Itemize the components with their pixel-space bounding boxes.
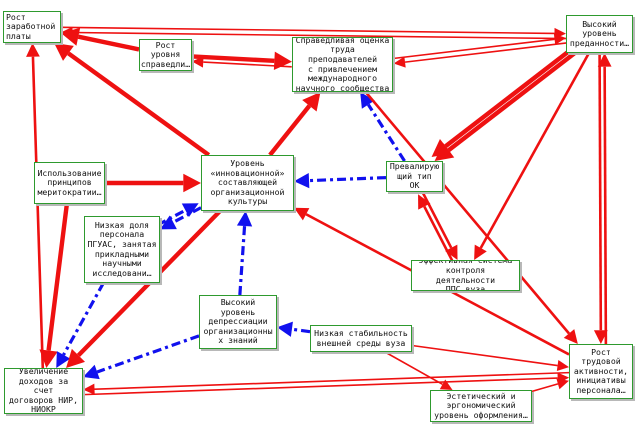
edge-n6-n8 (172, 206, 202, 224)
node-research-income[interactable]: Увеличение доходов за счет договоров НИР… (4, 368, 83, 414)
edge-n2-n1 (77, 34, 140, 52)
edge-n4-n3 (404, 42, 567, 63)
edge-arrowhead-n9-n7 (418, 194, 431, 210)
edge-arrowhead-n6-n1 (54, 43, 74, 61)
edge-n6-n12 (76, 209, 222, 357)
edge-arrowhead-n3-n4 (553, 33, 566, 45)
edge-arrowhead-n3-n13 (563, 329, 578, 344)
edge-arrowhead-n6-n12 (66, 348, 86, 368)
edge-arrowhead-n4-n3 (393, 56, 406, 68)
node-meritocracy[interactable]: Использование принципов меритократии… (34, 162, 105, 204)
edge-n3-n4 (392, 38, 555, 60)
edge-arrowhead-n8-n12 (56, 351, 71, 368)
edge-n4-n9 (479, 52, 591, 249)
edge-n8-n12 (62, 282, 105, 356)
edge-arrowhead-n2-n1 (61, 27, 81, 46)
edge-arrowhead-n6-n3 (302, 92, 321, 112)
node-knowledge-depreciation[interactable]: Высокий уровень депрессиации организацио… (199, 295, 277, 349)
edge-n4-n13 (598, 52, 603, 331)
edge-n11-n10 (291, 327, 311, 334)
node-salary-growth[interactable]: Рост заработной платы (3, 11, 61, 43)
edge-arrowhead-n14-n13 (556, 378, 569, 390)
edge-n6-n3 (268, 104, 312, 157)
edge-n7-n9 (421, 191, 453, 249)
edge-arrowhead-n4-n9 (474, 244, 487, 260)
edge-arrowhead-n7-n6 (294, 172, 310, 189)
edge-n9-n7 (423, 205, 455, 263)
edge-n8-n6 (156, 208, 187, 227)
edge-arrowhead-n7-n3 (360, 92, 375, 109)
node-staff-activity-growth[interactable]: Рост трудовой активности, инициативы пер… (569, 344, 633, 399)
node-fair-evaluation[interactable]: Справедливая оценка труда преподавателей… (292, 37, 393, 92)
edge-arrowhead-n12-n1 (26, 43, 40, 57)
edge-arrowhead-n3-n2 (191, 56, 204, 68)
edge-n3-n2 (203, 61, 292, 68)
edge-n11-n13 (411, 344, 558, 367)
node-high-loyalty[interactable]: Высокий уровень преданности… (566, 15, 633, 53)
edge-arrowhead-n13-n4 (597, 52, 612, 67)
edge-n10-n6 (238, 225, 247, 296)
node-fairness-level-growth[interactable]: Рост уровня справедли… (139, 39, 192, 71)
node-control-system[interactable]: Эффективная система контроля деятельност… (411, 260, 520, 291)
edge-arrowhead-n11-n14 (439, 379, 453, 390)
node-prevailing-culture-type[interactable]: Превалирую щий тип ОК (386, 161, 443, 192)
edge-n14-n13 (531, 383, 559, 393)
edge-arrowhead-n5-n12 (39, 349, 58, 368)
edge-n4-n7 (447, 51, 577, 152)
node-innovation-culture[interactable]: Уровень «инновационной» составляющей орг… (201, 155, 294, 211)
edge-n3-n13 (364, 91, 571, 335)
edge-n7-n3 (366, 103, 406, 162)
edge-arrowhead-n7-n9 (445, 244, 458, 260)
edge-arrowhead-n11-n10 (277, 321, 293, 337)
edge-arrowhead-n4-n7 (431, 138, 452, 158)
edge-n11-n14 (384, 351, 443, 386)
edge-arrowhead-n10-n12 (83, 364, 100, 380)
edge-arrowhead-n10-n6 (236, 211, 253, 227)
edge-arrowhead-n13-n12 (83, 383, 95, 395)
edge-arrowhead-n4-n13 (593, 330, 608, 344)
edge-n4-n7 (444, 47, 574, 148)
edge-n4-n1 (72, 31, 566, 40)
edge-n1-n4 (60, 26, 555, 35)
edge-arrowhead-n5-n6 (183, 173, 201, 193)
edge-n13-n12 (94, 371, 570, 391)
edge-n6-n1 (67, 51, 211, 157)
edge-arrowhead-n8-n6 (181, 203, 199, 218)
edge-n13-n4 (603, 66, 608, 344)
node-low-research-share[interactable]: Низкая доля персонала ПГУАС, занятая при… (84, 216, 160, 283)
node-aesthetic-level[interactable]: Эстетический и эргономический уровень оф… (430, 390, 532, 422)
node-low-environment-stability[interactable]: Низкая стабильность внешней среды вуза (310, 325, 412, 352)
edge-n12-n13 (83, 377, 558, 396)
edge-n12-n1 (31, 56, 45, 369)
edge-n7-n6 (308, 176, 387, 183)
edge-n5-n12 (46, 203, 70, 351)
edge-arrowhead-n11-n13 (556, 360, 569, 372)
edge-n10-n12 (96, 334, 200, 374)
edge-n2-n3 (191, 54, 275, 64)
edge-arrowhead-n6-n8 (160, 215, 177, 230)
edge-arrowhead-n13-n6 (294, 207, 310, 221)
